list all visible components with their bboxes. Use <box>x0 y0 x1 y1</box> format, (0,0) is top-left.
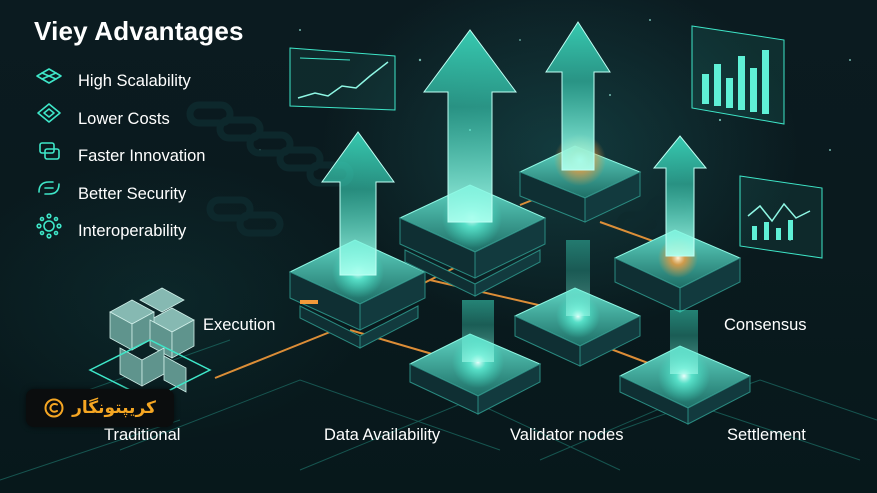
arrow-consensus <box>652 135 708 257</box>
layer-label-settlement: Settlement <box>727 426 806 444</box>
layer-label-execution: Execution <box>203 316 276 334</box>
layer-label-validator-nodes: Validator nodes <box>510 426 624 444</box>
scalability-icon <box>34 70 64 94</box>
advantage-label: Better Security <box>78 184 187 203</box>
advantage-item-scalability: High Scalability <box>34 63 264 101</box>
brand-badge: کریپتونگار <box>26 389 174 427</box>
innovation-icon <box>34 145 64 169</box>
page-title: Viey Advantages <box>34 16 244 46</box>
advantage-item-innovation: Faster Innovation <box>34 138 264 176</box>
layer-label-consensus: Consensus <box>724 316 807 334</box>
arrow-center <box>423 29 517 223</box>
arrow-execution <box>321 131 395 276</box>
chain-link-icon <box>34 182 64 206</box>
network-nodes-icon <box>34 220 64 244</box>
bar-chart-panel-small <box>739 175 823 259</box>
diamond-cost-icon <box>34 107 64 131</box>
growth-arrows <box>321 21 708 374</box>
beam-data-availability <box>462 300 494 362</box>
advantage-item-costs: Lower Costs <box>34 101 264 139</box>
advantage-label: Lower Costs <box>78 109 170 128</box>
advantage-label: Interoperability <box>78 222 187 241</box>
advantage-label: High Scalability <box>78 72 191 91</box>
advantages-list: High Scalability Lower Costs Faster Inno… <box>34 63 264 251</box>
traditional-cube-stack <box>88 287 212 401</box>
arrow-upper-right <box>545 21 611 171</box>
advantage-item-security: Better Security <box>34 176 264 214</box>
crypto-coin-logo <box>44 398 64 418</box>
hologram-chart-panels <box>289 25 823 259</box>
brand-name: کریپتونگار <box>72 398 156 418</box>
advantage-label: Faster Innovation <box>78 147 206 166</box>
line-chart-panel <box>289 47 396 111</box>
layer-label-traditional: Traditional <box>104 426 181 444</box>
beam-settlement <box>670 310 698 374</box>
bar-chart-panel <box>691 25 785 125</box>
chain-links-decor <box>186 101 694 237</box>
layer-label-data-availability: Data Availability <box>324 426 441 444</box>
advantage-item-interoperability: Interoperability <box>34 213 264 251</box>
advantage-icons <box>36 68 62 239</box>
beam-validator <box>566 240 590 316</box>
